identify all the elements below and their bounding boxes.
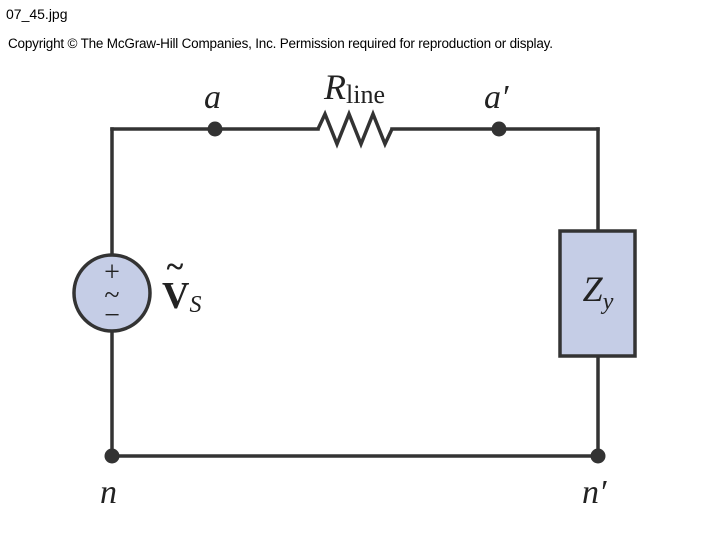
source-minus-sign: − [104, 300, 120, 331]
load-symbol: Z [583, 269, 604, 309]
source-plus-sign: + [104, 257, 120, 288]
source-label: VS [162, 275, 201, 318]
node-n-label: n [100, 474, 117, 511]
load-subscript: y [601, 289, 614, 315]
load-impedance-label: Zy [583, 269, 614, 315]
node-n-prime-label: n′ [582, 474, 607, 511]
node-a-prime-dot [491, 121, 507, 137]
node-n-prime-dot [590, 448, 606, 464]
resistor-label: Rline [323, 67, 385, 109]
file-title: 07_45.jpg [6, 6, 68, 22]
wires [110, 127, 600, 458]
resistor-zigzag [316, 109, 394, 149]
node-a-dot [207, 121, 223, 137]
node-n-dot [104, 448, 120, 464]
resistor-subscript: line [346, 80, 385, 109]
source-tilde-sign: ~ [104, 280, 119, 311]
node-a-label: a [204, 79, 221, 116]
source-symbol: V [162, 275, 190, 317]
resistor-symbol: R [323, 67, 346, 107]
source-subscript: S [189, 292, 201, 318]
node-a-prime-label: a′ [484, 79, 509, 116]
load-impedance-box [558, 229, 637, 358]
source-label-accent: ~ [167, 248, 184, 284]
voltage-source-circle [72, 253, 152, 333]
copyright-notice: Copyright © The McGraw-Hill Companies, I… [8, 36, 553, 51]
